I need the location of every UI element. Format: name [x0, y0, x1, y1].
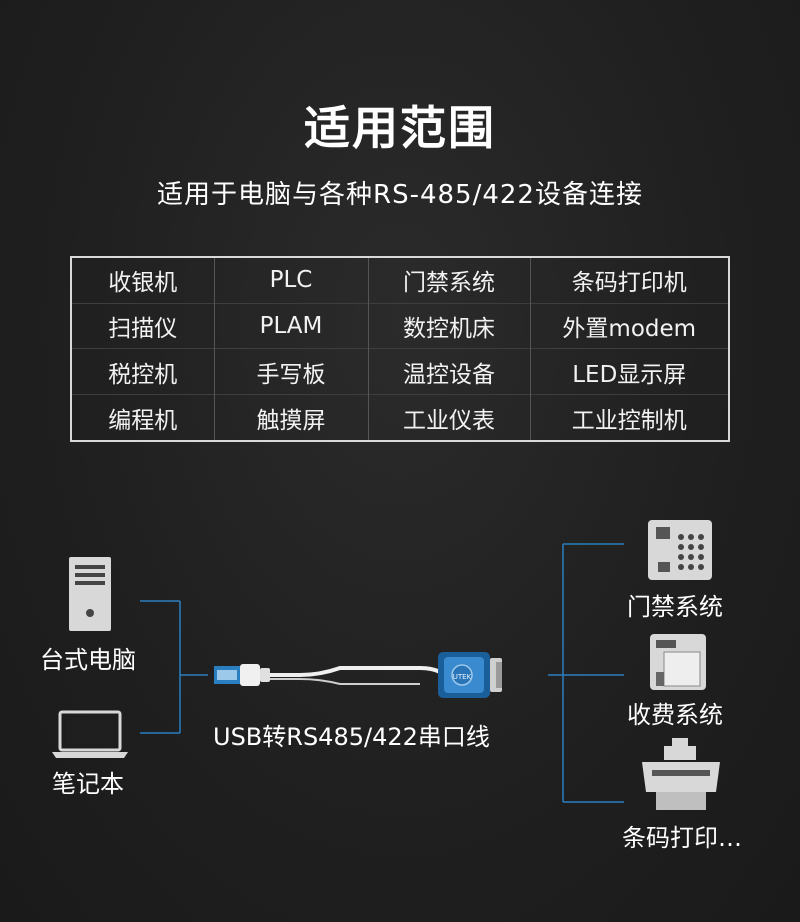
- table-cell: 门禁系统: [367, 258, 530, 304]
- table-cell: 工业仪表: [367, 394, 530, 440]
- table-cell: 工业控制机: [529, 394, 728, 440]
- label-toll-system: 收费系统: [627, 701, 723, 729]
- table-cell: 手写板: [213, 348, 368, 395]
- table-cell: 收银机: [108, 270, 178, 297]
- connector-badge: UTEK: [453, 673, 472, 681]
- left-connector-lines: [140, 600, 208, 734]
- table-cell: 数控机床: [367, 302, 530, 349]
- label-barcode-printer: 条码打印…: [622, 824, 742, 852]
- receipt-printer-icon: [650, 634, 706, 690]
- page-subtitle: 适用于电脑与各种RS-485/422设备连接: [157, 180, 643, 210]
- table-cell: PLAM: [213, 302, 368, 349]
- table-cell: 编程机: [72, 394, 214, 440]
- page-title: 适用范围: [304, 101, 496, 155]
- desktop-tower-icon: [69, 557, 111, 631]
- table-cell: 触摸屏: [213, 394, 368, 440]
- laptop-icon: [52, 710, 128, 758]
- label-cable: USB转RS485/422串口线: [213, 723, 490, 751]
- table-cell: 条码打印机: [529, 258, 728, 304]
- access-control-keypad-icon: [648, 520, 712, 580]
- table-cell: 扫描仪: [72, 302, 214, 349]
- table-cell: LED显示屏: [529, 348, 728, 395]
- table-cell: PLC: [213, 258, 368, 304]
- table-row: 编程机触摸屏工业仪表工业控制机: [72, 394, 728, 440]
- label-laptop: 笔记本: [52, 770, 124, 798]
- table-cell: 税控机: [72, 348, 214, 395]
- barcode-printer-icon: [642, 738, 720, 810]
- label-access-control: 门禁系统: [627, 593, 723, 621]
- right-connector-lines: [548, 543, 624, 803]
- label-desktop: 台式电脑: [40, 646, 136, 674]
- usb-serial-cable-icon: [214, 652, 502, 698]
- table-cell: 温控设备: [367, 348, 530, 395]
- table-cell: 外置modem: [529, 302, 728, 349]
